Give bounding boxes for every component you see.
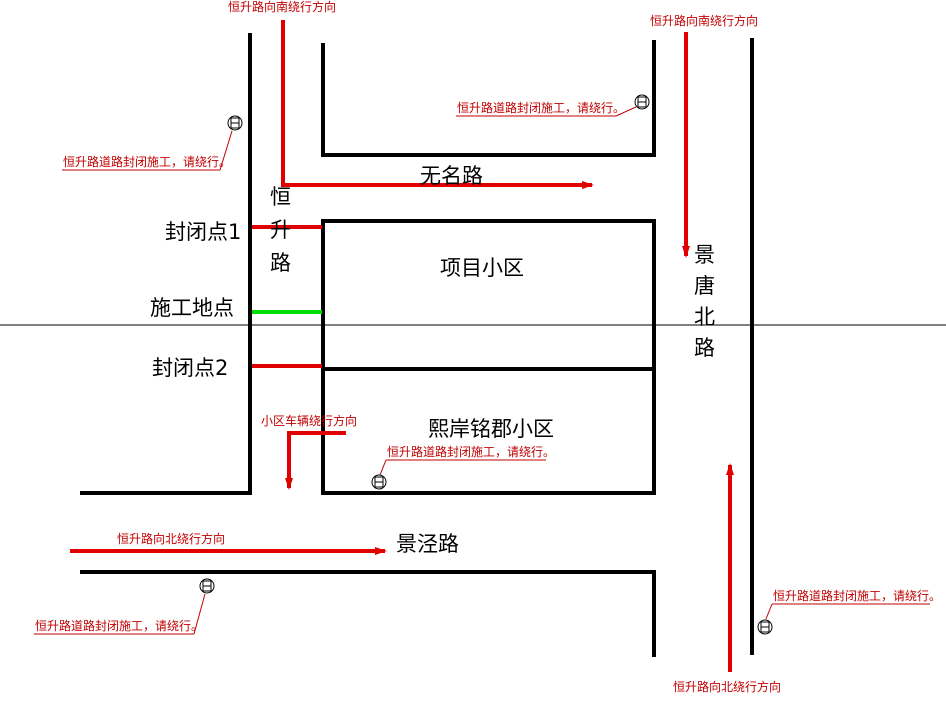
detour-arrows (70, 20, 734, 672)
road-label-hengsheng: 恒升路 (270, 185, 291, 275)
notice-text-center: 恒升路道路封闭施工，请绕行。 (387, 444, 555, 459)
notice-text-right-top: 恒升路道路封闭施工，请绕行。 (457, 100, 625, 115)
detour-label-south-top-right: 恒升路向南绕行方向 (650, 13, 758, 28)
notice-text-bottom-right: 恒升路道路封闭施工，请绕行。 (773, 588, 941, 603)
notice-text-bottom-left: 恒升路道路封闭施工，请绕行。 (35, 618, 203, 633)
top-block-edge (321, 40, 656, 157)
construction-sign-icon (634, 94, 650, 110)
notice-sign-graphics (34, 106, 930, 635)
detour-arrow-community-vehicles (285, 431, 346, 490)
closure-point-1-label: 封闭点1 (165, 220, 241, 244)
project-community-block (321, 219, 656, 371)
detour-label-community-vehicles: 小区车辆绕行方向 (261, 413, 357, 428)
detour-label-north-bottom-left: 恒升路向北绕行方向 (117, 531, 225, 546)
area-label-project: 项目小区 (440, 256, 524, 280)
area-label-xian-mingjun: 熙岸铭郡小区 (428, 417, 554, 441)
construction-sign-icon (199, 94, 773, 635)
road-label-jingjing: 景泾路 (396, 532, 459, 556)
detour-label-north-bottom-right: 恒升路向北绕行方向 (673, 679, 781, 694)
detour-arrow-south-top-left (281, 20, 594, 189)
detour-label-south-top-left: 恒升路向南绕行方向 (228, 0, 336, 14)
road-label-jingtang-north: 景唐北路 (694, 243, 715, 360)
road-label-wuming: 无名路 (420, 164, 483, 188)
hengsheng-road-left-edge (80, 33, 252, 495)
construction-sign-icon (199, 578, 215, 594)
notice-text-left-top: 恒升路道路封闭施工，请绕行。 (63, 154, 231, 169)
construction-sign-icon (757, 619, 773, 635)
closure-point-2-label: 封闭点2 (152, 356, 228, 380)
jingjing-road-south-edge (80, 570, 656, 657)
construction-sign-icon (227, 115, 243, 131)
construction-sign-icon (371, 474, 387, 490)
construction-site-label: 施工地点 (150, 296, 234, 320)
road-edges (80, 33, 754, 657)
